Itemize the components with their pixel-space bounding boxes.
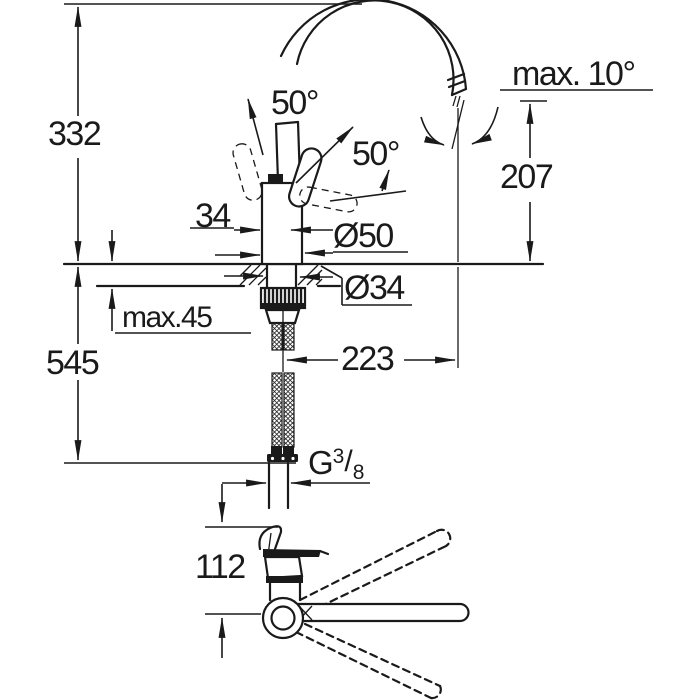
spout-arc [279,0,468,108]
dimension-counter-thickness [108,230,251,334]
nut-knurling [263,289,303,304]
thread-denominator: 8 [352,461,365,484]
lever-open-position [232,143,263,201]
threaded-stud [271,322,283,351]
top-view-spout [295,602,470,623]
top-view-spout-right-position [294,622,442,700]
dim-label-lever-angle-side: 50° [352,135,400,173]
aerator [446,72,468,108]
dimension-lever-angle-front [247,98,354,184]
dim-label-lever-angle-front: 50° [271,84,319,122]
top-view-handle [258,525,330,602]
dimension-thread [218,479,370,523]
deck-hatching [239,264,323,286]
dimension-lever-angle-side [329,169,407,202]
countertop-section [62,262,545,288]
dimension-spout-reach [286,108,459,368]
dim-label-total-height: 332 [48,115,102,153]
dim-label-base-diameter: Ø50 [333,217,394,255]
dimension-base-diameter [215,249,408,259]
thread-prefix: G [308,444,334,481]
dim-label-outlet-tilt: max. 10° [512,55,636,93]
dimension-body-width [190,226,333,234]
dim-label-spout-reach: 223 [341,340,395,378]
lever-hinge [268,174,283,183]
dim-label-below-counter: 545 [46,344,100,382]
top-view-body [261,596,305,640]
dim-label-body-width: 34 [195,197,231,235]
dim-label-outlet-height: 207 [500,158,554,196]
lever-tilted-position [287,147,323,208]
dimension-total-height [64,3,362,262]
top-view-spout-left-position [298,528,452,614]
mounting-shank [259,262,307,372]
thread-numerator: 3 [332,445,345,468]
dim-label-counter-thickness: max.45 [122,301,213,334]
dim-label-handle-offset: 112 [195,548,246,586]
dim-label-thread: G3/8 [308,444,365,484]
top-view [205,525,470,700]
dimension-hole-diameter [224,265,412,306]
dimension-below-counter [64,266,296,464]
thread-slash: / [344,445,353,478]
lever-lowered-position [299,186,358,213]
dim-label-hole-diameter: Ø34 [344,269,405,307]
supply-hoses [267,372,298,510]
